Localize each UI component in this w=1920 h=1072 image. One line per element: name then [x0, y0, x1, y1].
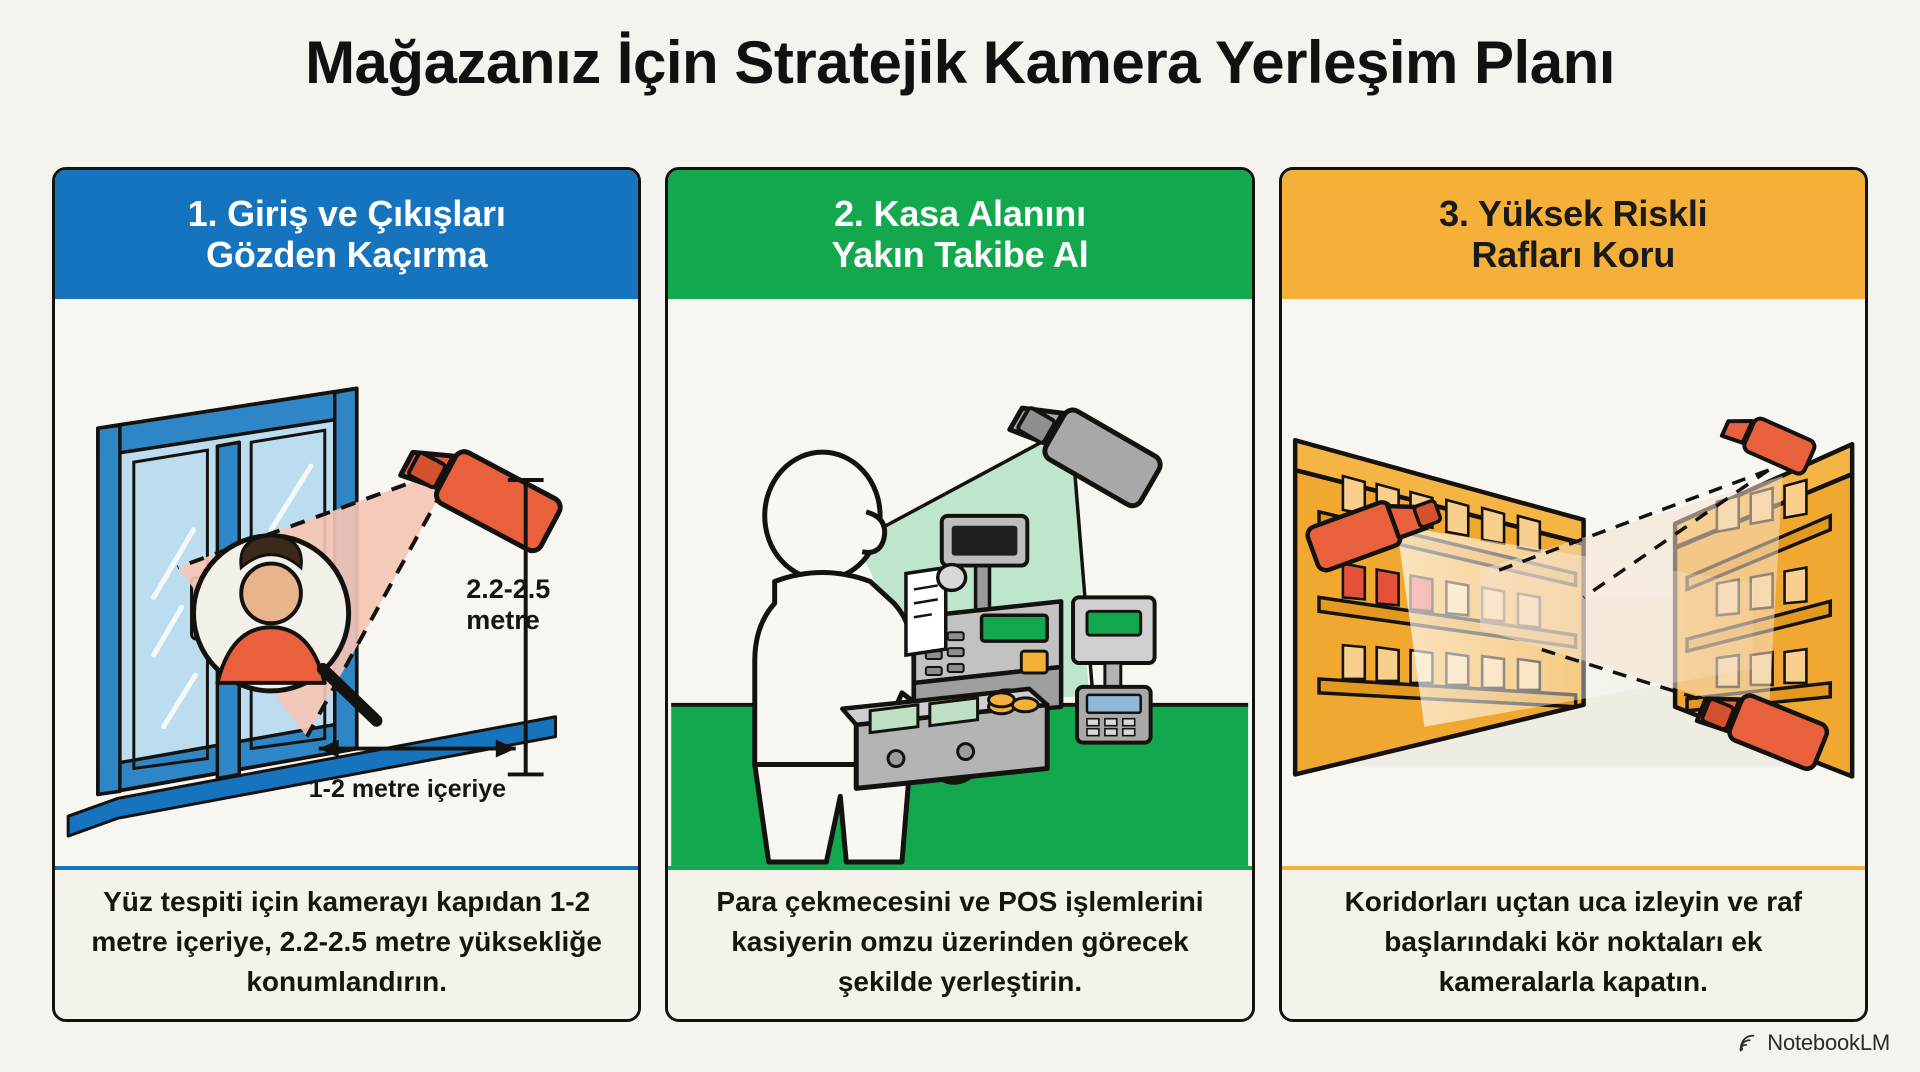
- panel-header-entrances: 1. Giriş ve Çıkışları Gözden Kaçırma: [55, 170, 639, 299]
- panel-row: 1. Giriş ve Çıkışları Gözden Kaçırma: [52, 167, 1868, 1022]
- notebooklm-logo-icon: [1737, 1032, 1759, 1054]
- height-dimension: [507, 477, 544, 776]
- panel-header-checkout: 2. Kasa Alanını Yakın Takibe Al: [668, 170, 1252, 299]
- panel-rule-shelves: [1281, 865, 1865, 871]
- distance-dimension: [318, 739, 516, 758]
- entrance-scene-svg: [66, 386, 563, 838]
- camera-icon-gray: [1007, 405, 1163, 508]
- camera-icon-orange: [398, 448, 563, 553]
- watermark-label: NotebookLM: [1767, 1030, 1890, 1055]
- panel-caption-shelves: Koridorları uçtan uca izleyin ve raf baş…: [1281, 870, 1865, 1019]
- height-label: 2.2-2.5 metre: [466, 573, 551, 635]
- camera-icon-bottom-right: [1694, 692, 1829, 771]
- panel-header-line1: 1. Giriş ve Çıkışları: [187, 192, 506, 234]
- illustration-checkout: [668, 298, 1252, 866]
- panel-high-risk-shelves: 3. Yüksek Riskli Rafları Koru: [1278, 167, 1868, 1022]
- illustration-shelves: [1281, 298, 1865, 866]
- receipt: [904, 562, 968, 657]
- face-detection-loupe: [191, 532, 383, 727]
- panel-header-line1: 3. Yüksek Riskli: [1439, 192, 1708, 234]
- page-title: Mağazanız İçin Stratejik Kamera Yerleşim…: [305, 29, 1615, 96]
- panel-entrances: 1. Giriş ve Çıkışları Gözden Kaçırma: [52, 167, 642, 1022]
- panel-checkout: 2. Kasa Alanını Yakın Takibe Al: [665, 167, 1255, 1022]
- panel-rule-checkout: [668, 865, 1252, 871]
- panel-header-line2: Rafları Koru: [1471, 234, 1676, 276]
- panel-caption-entrances: Yüz tespiti için kamerayı kapıdan 1-2 me…: [55, 870, 639, 1019]
- floor-baseline: [66, 714, 558, 838]
- checkout-scene-svg: [671, 405, 1249, 866]
- panel-caption-checkout: Para çekmecesini ve POS işlemlerini kasi…: [668, 870, 1252, 1019]
- panel-header-line1: 2. Kasa Alanını: [834, 192, 1086, 234]
- aisle-scene-svg: [1292, 416, 1855, 779]
- panel-header-shelves: 3. Yüksek Riskli Rafları Koru: [1281, 170, 1865, 299]
- pos-terminal: [1071, 594, 1157, 745]
- camera-icon-top-left: [1305, 498, 1442, 573]
- panel-header-line2: Yakın Takibe Al: [831, 234, 1089, 276]
- camera-icon-top-right: [1719, 416, 1817, 476]
- panel-header-line2: Gözden Kaçırma: [206, 234, 488, 276]
- notebooklm-watermark: NotebookLM: [1737, 1030, 1890, 1056]
- camera-view-cones: [1396, 468, 1783, 727]
- distance-label: 1-2 metre içeriye: [308, 774, 507, 803]
- panel-rule-entrances: [55, 865, 639, 871]
- illustration-entrances: 2.2-2.5 metre 1-2 metre içeriye: [55, 298, 639, 866]
- cash-drawer: [840, 686, 1051, 791]
